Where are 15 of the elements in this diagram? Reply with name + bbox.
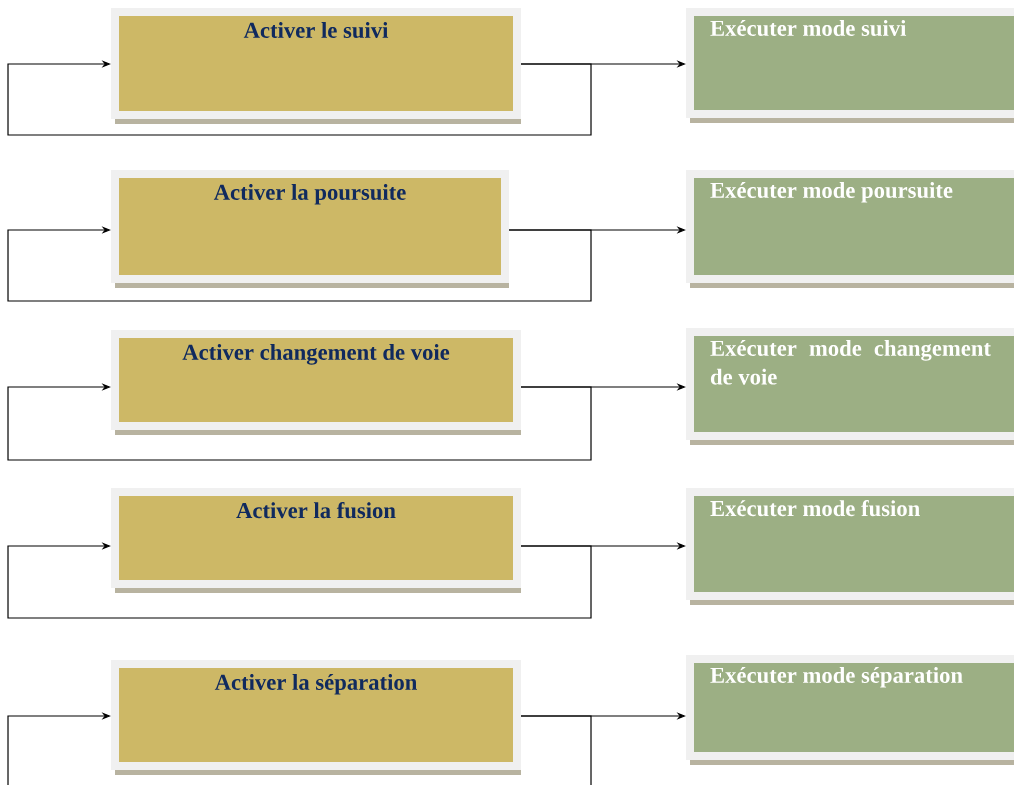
mode-box: Exécuter mode fusion	[686, 488, 1014, 605]
mode-box: Exécuter mode suivi	[686, 8, 1014, 123]
mode-box: Exécuter mode séparation	[686, 655, 1014, 765]
process-box: Activer changement de voie	[111, 330, 521, 435]
feedback-arrow	[7, 226, 592, 302]
feedback-arrow	[7, 712, 592, 785]
process-box: Activer le suivi	[111, 8, 521, 124]
feedback-arrow	[7, 383, 592, 461]
process-box: Activer la séparation	[111, 660, 521, 775]
mode-box: Exécuter mode changement de voie	[686, 328, 1014, 445]
mode-box: Exécuter mode poursuite	[686, 170, 1014, 288]
process-box: Activer la fusion	[111, 488, 521, 593]
feedback-arrow	[7, 60, 592, 136]
process-box: Activer la poursuite	[111, 170, 509, 288]
feedback-arrow	[7, 542, 592, 619]
